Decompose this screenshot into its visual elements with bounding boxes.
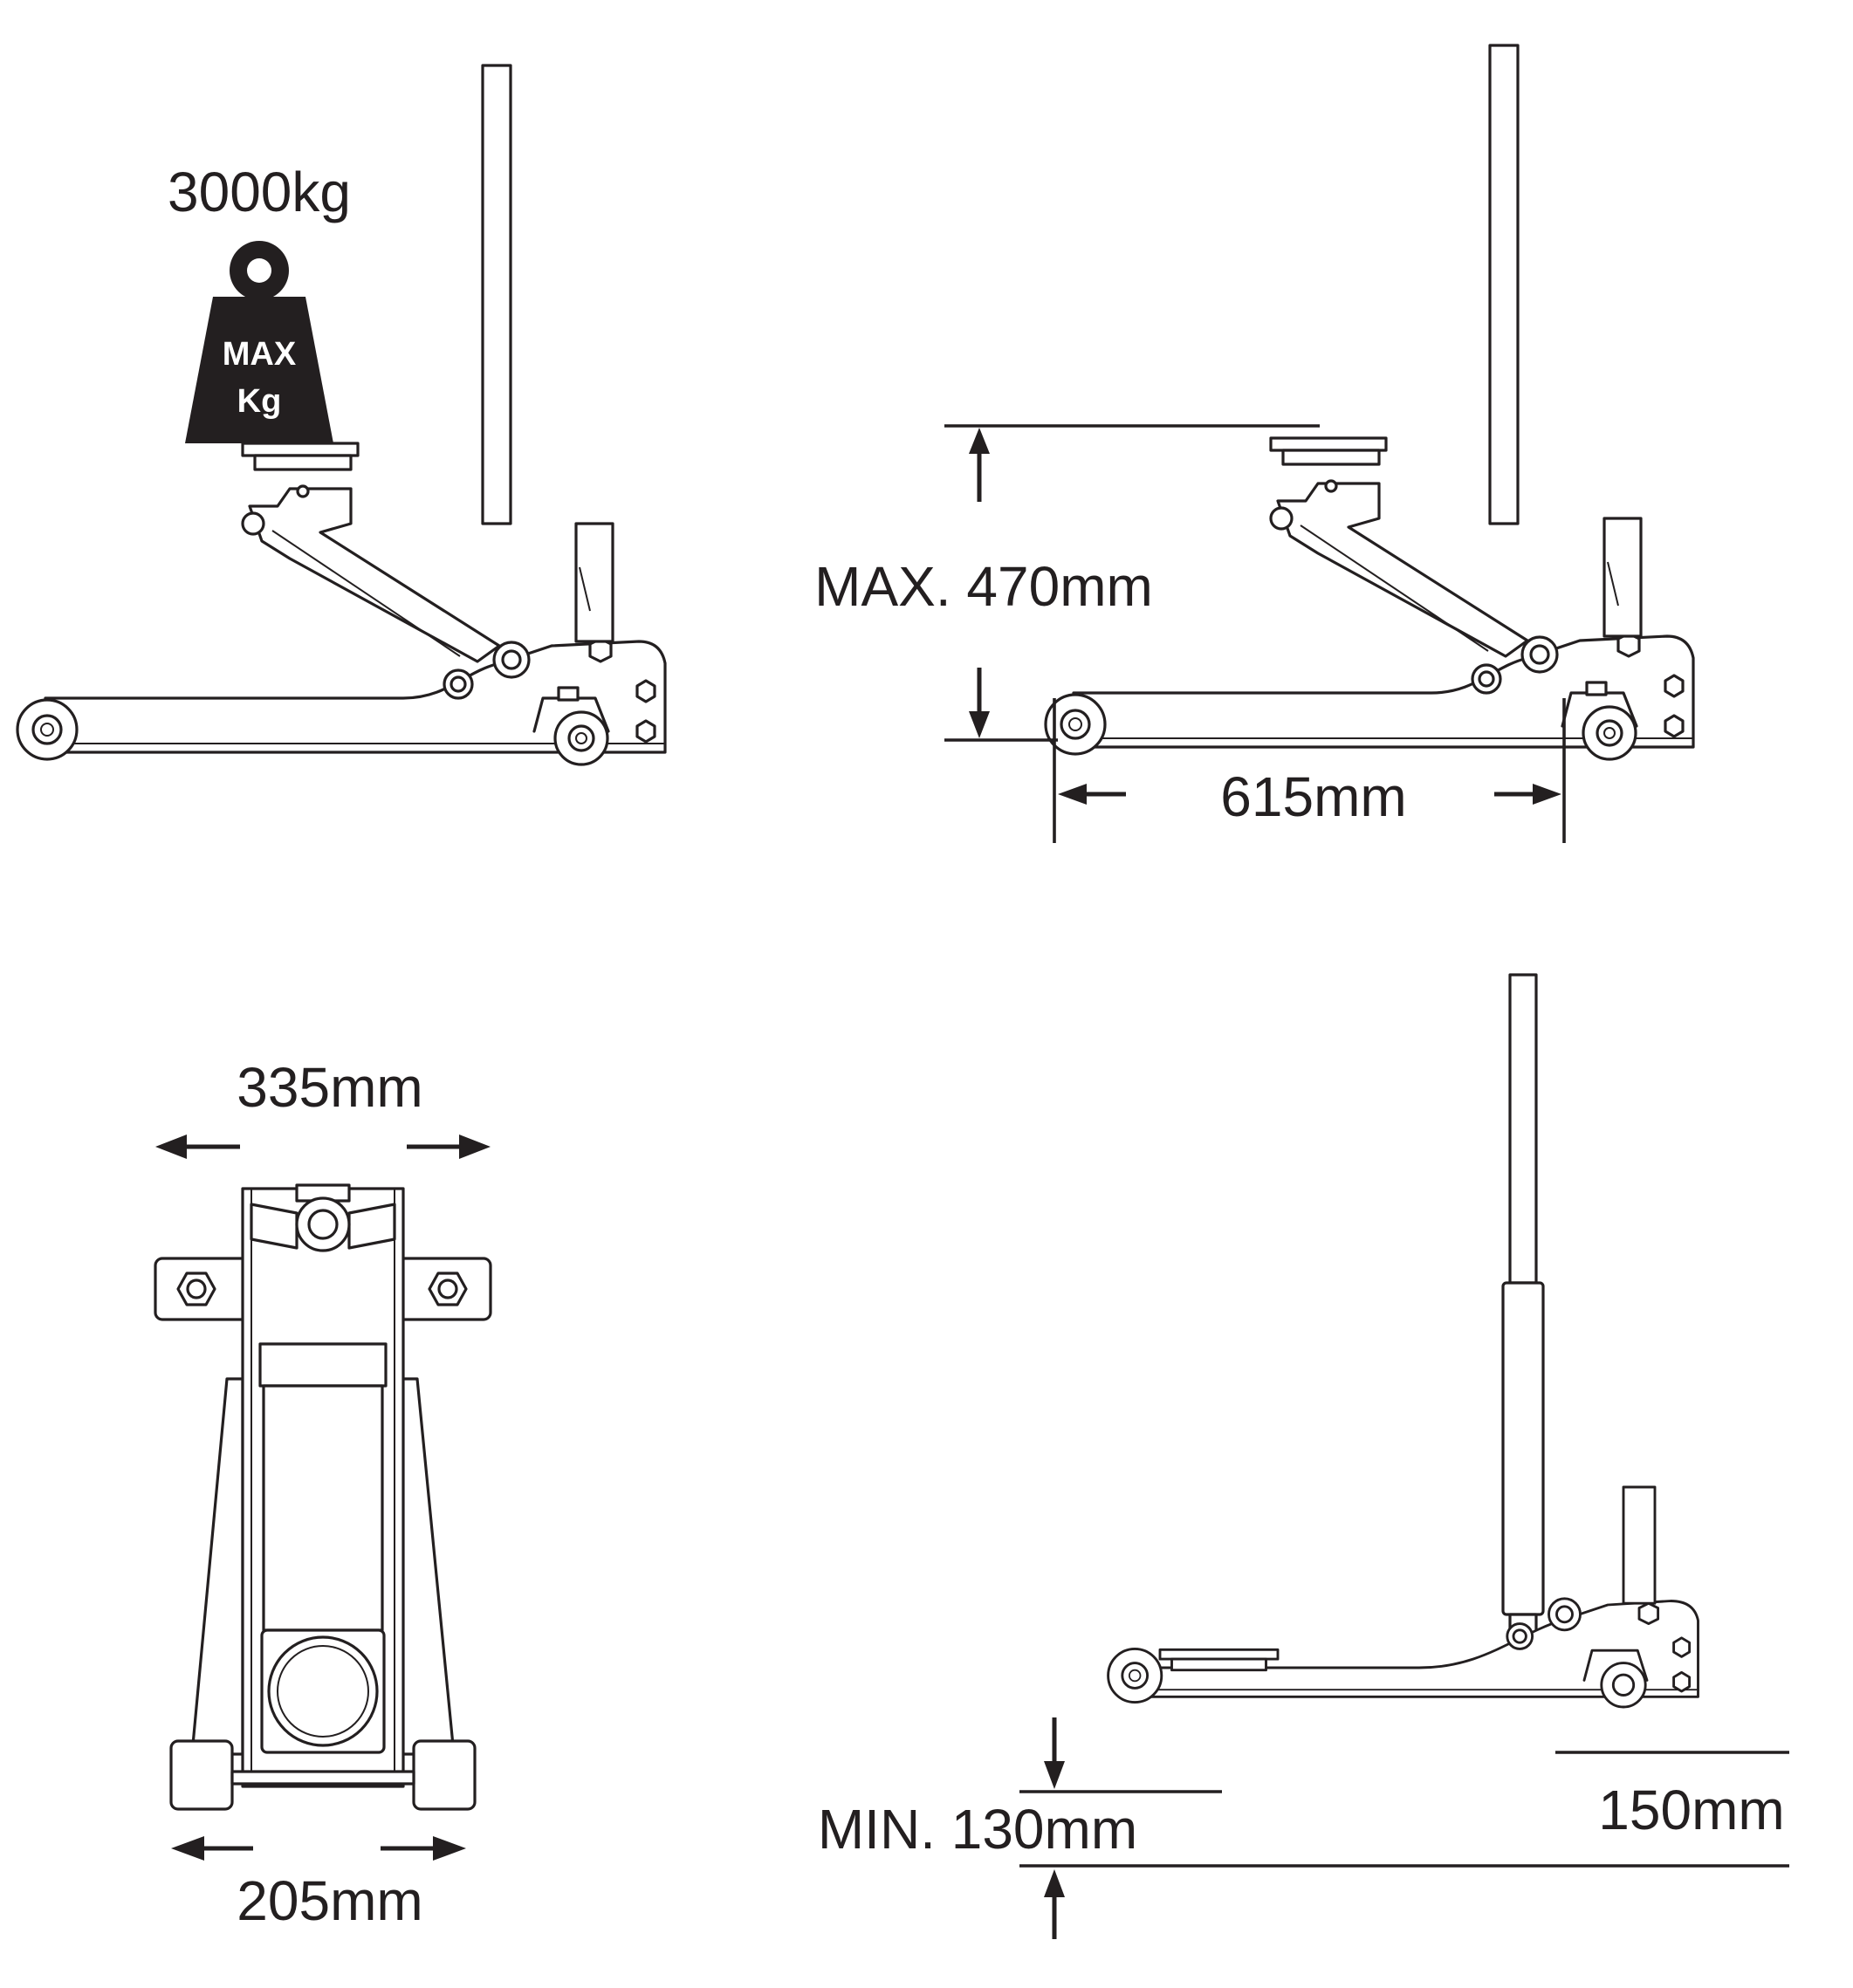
right-side-plate (400, 1377, 456, 1756)
handle-bar (481, 64, 512, 525)
body-height-label: 150mm (1598, 1779, 1784, 1841)
left-wheel (169, 1739, 234, 1811)
weight-label-line2: Kg (237, 383, 282, 420)
jack-view-min-height: MIN. 130mm 150mm (818, 973, 1789, 1939)
jack-view-front: 335mm 205mm (154, 1056, 492, 1932)
jack-view-capacity: MAX Kg 3000kg (16, 64, 667, 766)
weight-icon: MAX Kg (185, 241, 333, 443)
arrow-down-icon (1044, 1761, 1065, 1789)
right-wheel (412, 1739, 477, 1811)
top-width-label: 335mm (237, 1056, 422, 1119)
jack-view-max-height: MAX. 470mm 615mm (814, 44, 1695, 843)
left-side-plate (190, 1377, 244, 1756)
length-label: 615mm (1220, 765, 1406, 828)
bottom-width-label: 205mm (237, 1869, 422, 1932)
weight-label-line1: MAX (223, 336, 297, 373)
arrow-right-icon (1533, 784, 1561, 805)
arrow-left-icon (171, 1836, 204, 1861)
pump-cylinder (267, 1635, 379, 1747)
handle-upper (1508, 973, 1538, 1285)
arrow-left-icon (155, 1135, 187, 1159)
arrow-left-icon (1058, 784, 1087, 805)
arrow-down-icon (969, 711, 990, 738)
min-height-label: MIN. 130mm (818, 1798, 1137, 1861)
handle-bar (1488, 44, 1520, 525)
arrow-up-icon (1044, 1869, 1065, 1897)
arrow-right-icon (433, 1836, 466, 1861)
arrow-right-icon (459, 1135, 491, 1159)
capacity-label: 3000kg (168, 161, 351, 223)
handle-grip (1501, 1281, 1545, 1616)
max-height-label: MAX. 470mm (814, 555, 1153, 618)
arrow-up-icon (969, 428, 990, 454)
